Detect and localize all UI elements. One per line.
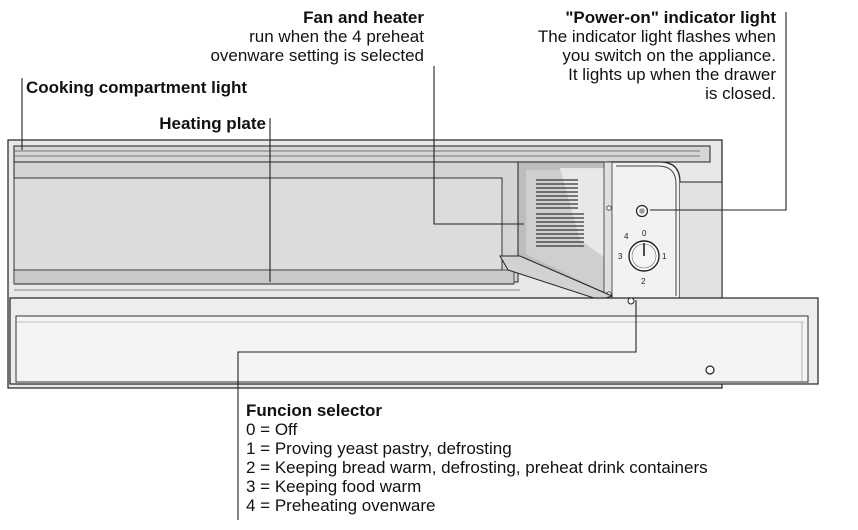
leader-power	[650, 12, 787, 211]
callout-lines	[21, 12, 787, 520]
fan-heater-callout: Fan and heater run when the 4 preheat ov…	[210, 8, 424, 65]
power-indicator-line-1: The indicator light flashes when	[537, 27, 776, 46]
dial-mark-2: 2	[641, 277, 646, 286]
leader-selector	[237, 300, 637, 520]
function-selector-callout: Funcion selector 0 = Off 1 = Proving yea…	[246, 401, 708, 515]
power-indicator-line-3: It lights up when the drawer	[568, 65, 776, 84]
cooking-compartment	[13, 161, 519, 285]
selector-item-0: 0 = Off	[246, 420, 298, 439]
heating-plate-label: Heating plate	[159, 114, 266, 133]
fan-heater-line-2: ovenware setting is selected	[210, 46, 424, 65]
cooking-light-label: Cooking compartment light	[26, 78, 247, 97]
function-selector-title: Funcion selector	[246, 401, 383, 420]
vent-slots-upper	[536, 179, 578, 209]
dial-mark-4: 4	[624, 232, 629, 241]
selector-item-2: 2 = Keeping bread warm, defrosting, preh…	[246, 458, 708, 477]
fan-heater-line-1: run when the 4 preheat	[249, 27, 424, 46]
control-panel	[603, 161, 723, 301]
dial-mark-0: 0	[642, 229, 647, 238]
leader-fan	[433, 66, 524, 225]
power-indicator-light	[635, 204, 649, 218]
selector-item-4: 4 = Preheating ovenware	[246, 496, 436, 515]
dial-mark-3: 3	[618, 252, 623, 261]
vent-slots-lower	[536, 213, 584, 247]
drawer-front	[9, 255, 819, 385]
fan-heater-title: Fan and heater	[303, 8, 424, 27]
power-indicator-line-4: is closed.	[705, 84, 776, 103]
selector-item-1: 1 = Proving yeast pastry, defrosting	[246, 439, 512, 458]
selector-item-3: 3 = Keeping food warm	[246, 477, 422, 496]
power-indicator-callout: "Power-on" indicator light The indicator…	[538, 8, 776, 103]
power-indicator-line-2: you switch on the appliance.	[562, 46, 776, 65]
power-indicator-title: "Power-on" indicator light	[565, 8, 776, 27]
function-selector-dial[interactable]: 0 1 2 3 4	[618, 229, 667, 286]
dial-mark-1: 1	[662, 252, 667, 261]
